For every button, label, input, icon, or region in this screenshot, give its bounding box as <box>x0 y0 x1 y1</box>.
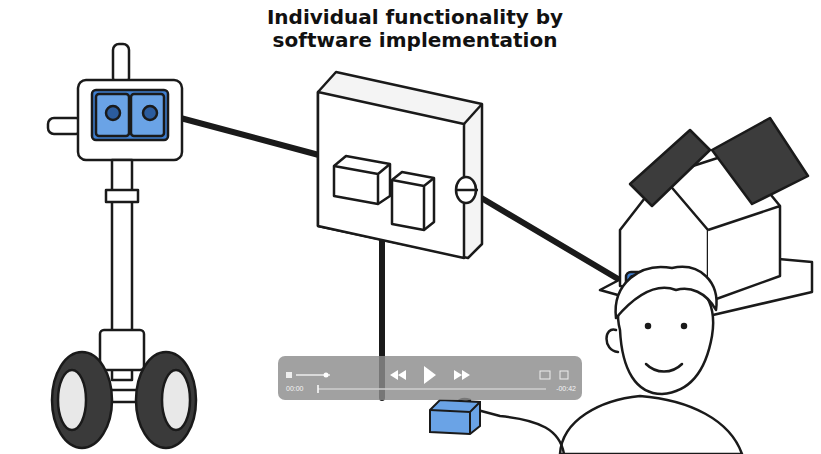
solar-building <box>600 118 812 320</box>
landing-gear <box>48 44 196 448</box>
video-controls <box>278 356 582 400</box>
time-stamp: 00:00 <box>286 385 304 393</box>
time-stamp: -00:42 <box>556 385 576 393</box>
title: Individual functionality by software imp… <box>267 6 564 52</box>
blue-module <box>430 400 480 434</box>
control-unit <box>318 72 482 258</box>
